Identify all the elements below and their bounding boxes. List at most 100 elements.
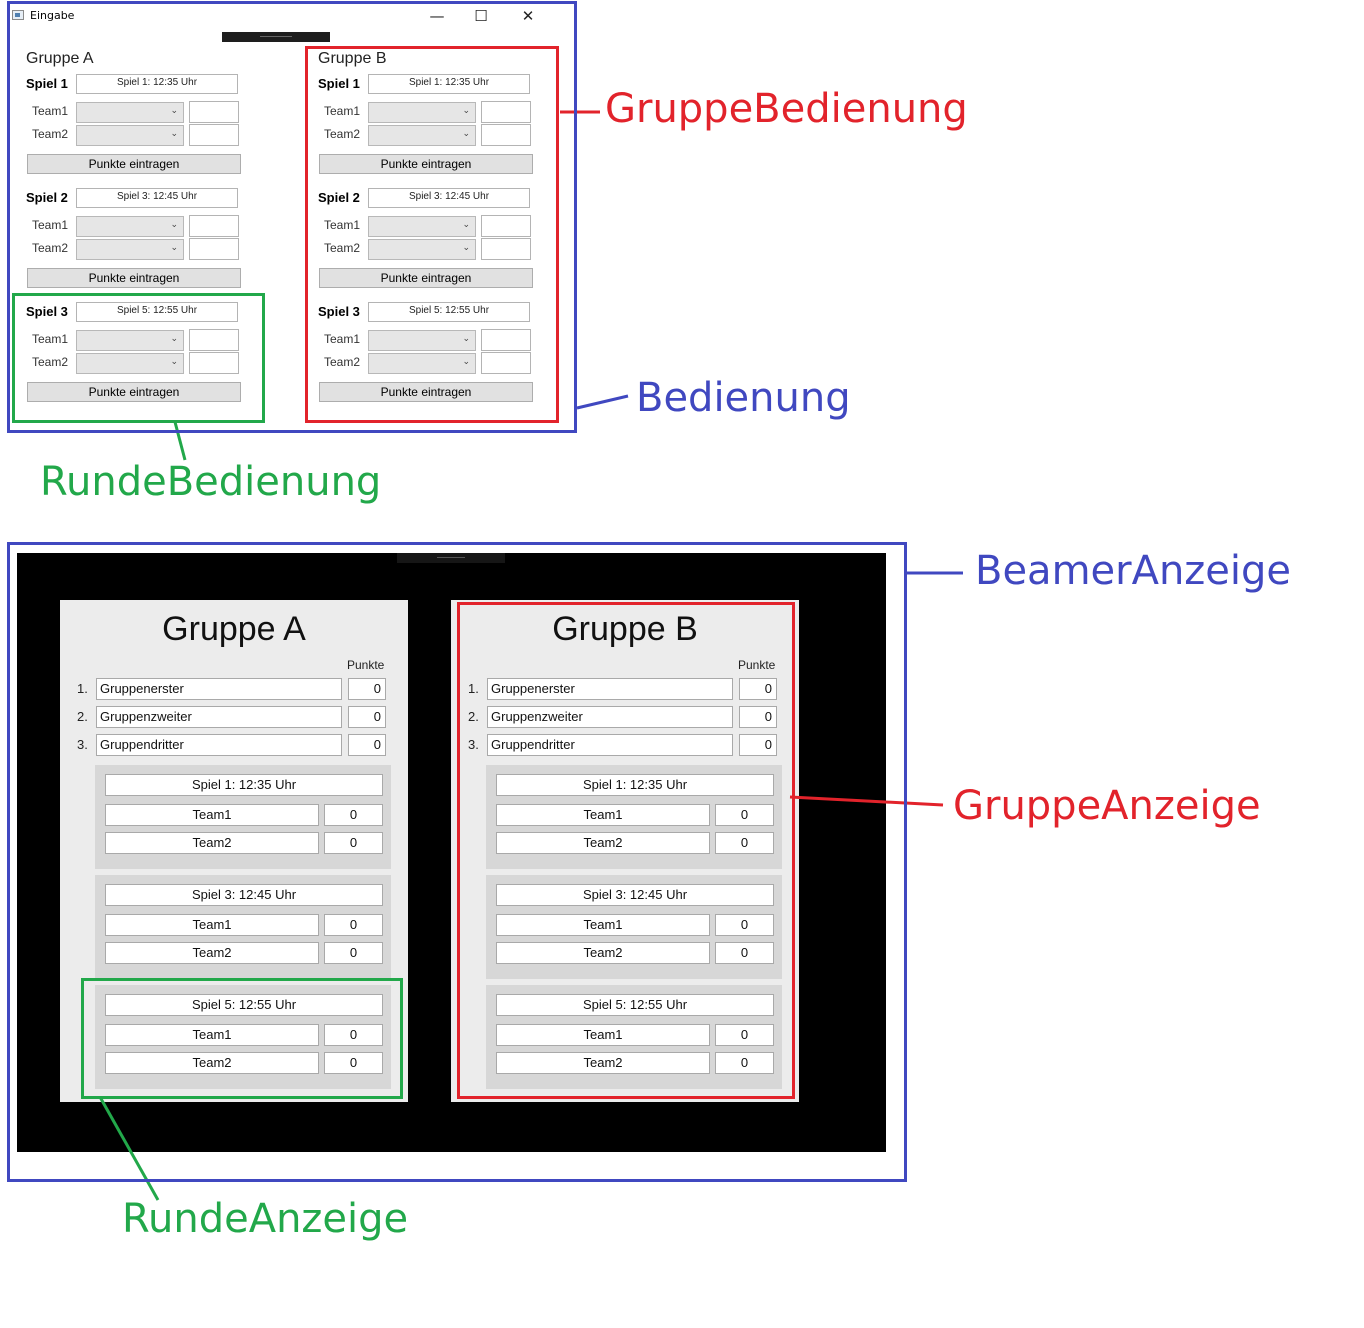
window-title: Eingabe xyxy=(30,9,75,22)
team1-score: 0 xyxy=(715,1024,774,1046)
standing-team-name: Gruppendritter xyxy=(96,734,342,756)
punkte-eintragen-button[interactable]: Punkte eintragen xyxy=(319,382,533,402)
match-time-field[interactable]: Spiel 1: 12:35 Uhr xyxy=(368,74,530,94)
punkte-eintragen-button[interactable]: Punkte eintragen xyxy=(27,382,241,402)
standing-team-name: Gruppenzweiter xyxy=(487,706,733,728)
team1-dropdown[interactable]: ⌄ xyxy=(76,330,184,351)
standing-points: 0 xyxy=(739,706,777,728)
match-time-field[interactable]: Spiel 3: 12:45 Uhr xyxy=(76,188,238,208)
team2-label: Team2 xyxy=(32,355,69,369)
match-label: Spiel 1 xyxy=(26,76,68,91)
team2-name: Team2 xyxy=(496,832,710,854)
standing-team-name: Gruppenzweiter xyxy=(96,706,342,728)
team2-score-input[interactable] xyxy=(481,352,531,374)
standing-team-name: Gruppenerster xyxy=(487,678,733,700)
close-button[interactable]: ✕ xyxy=(521,7,535,25)
app-icon xyxy=(12,10,24,20)
team1-score-input[interactable] xyxy=(189,329,239,351)
points-header: Punkte xyxy=(738,658,776,672)
points-header: Punkte xyxy=(347,658,385,672)
team2-label: Team2 xyxy=(32,241,69,255)
team1-dropdown[interactable]: ⌄ xyxy=(76,102,184,123)
match-time-field[interactable]: Spiel 3: 12:45 Uhr xyxy=(368,188,530,208)
bedienung-connector xyxy=(576,394,629,410)
team2-score-input[interactable] xyxy=(189,238,239,260)
match-time-field[interactable]: Spiel 1: 12:35 Uhr xyxy=(76,74,238,94)
team2-name: Team2 xyxy=(496,942,710,964)
runde-bedienung-connector xyxy=(173,421,187,461)
team1-label: Team1 xyxy=(324,218,361,232)
team2-dropdown[interactable]: ⌄ xyxy=(368,353,476,374)
team2-dropdown[interactable]: ⌄ xyxy=(76,239,184,260)
match-time: Spiel 3: 12:45 Uhr xyxy=(105,884,383,906)
team1-name: Team1 xyxy=(496,914,710,936)
drag-handle[interactable] xyxy=(222,32,330,42)
minimize-button[interactable]: — xyxy=(429,7,445,25)
punkte-eintragen-button[interactable]: Punkte eintragen xyxy=(319,154,533,174)
chevron-down-icon: ⌄ xyxy=(462,106,470,116)
team1-score-input[interactable] xyxy=(189,101,239,123)
team1-dropdown[interactable]: ⌄ xyxy=(368,330,476,351)
team2-label: Team2 xyxy=(324,127,361,141)
match-time: Spiel 5: 12:55 Uhr xyxy=(496,994,774,1016)
team2-score-input[interactable] xyxy=(189,124,239,146)
team2-name: Team2 xyxy=(496,1052,710,1074)
runde-anzeige-connector xyxy=(98,1096,160,1201)
chevron-down-icon: ⌄ xyxy=(170,220,178,230)
team2-score-input[interactable] xyxy=(189,352,239,374)
team2-dropdown[interactable]: ⌄ xyxy=(368,125,476,146)
match-time-field[interactable]: Spiel 5: 12:55 Uhr xyxy=(76,302,238,322)
punkte-eintragen-button[interactable]: Punkte eintragen xyxy=(27,268,241,288)
chevron-down-icon: ⌄ xyxy=(462,220,470,230)
team1-name: Team1 xyxy=(105,914,319,936)
team1-dropdown[interactable]: ⌄ xyxy=(368,102,476,123)
team2-name: Team2 xyxy=(105,832,319,854)
team1-score: 0 xyxy=(715,804,774,826)
beamer-drag-handle[interactable] xyxy=(397,553,505,563)
team2-score-input[interactable] xyxy=(481,238,531,260)
team2-score: 0 xyxy=(324,832,383,854)
team1-score: 0 xyxy=(324,804,383,826)
chevron-down-icon: ⌄ xyxy=(170,106,178,116)
chevron-down-icon: ⌄ xyxy=(170,357,178,367)
team1-dropdown[interactable]: ⌄ xyxy=(368,216,476,237)
maximize-button[interactable]: ☐ xyxy=(474,7,488,25)
team1-label: Team1 xyxy=(324,104,361,118)
punkte-eintragen-button[interactable]: Punkte eintragen xyxy=(319,268,533,288)
team2-dropdown[interactable]: ⌄ xyxy=(76,125,184,146)
standing-points: 0 xyxy=(739,734,777,756)
title-bar: Eingabe — ☐ ✕ xyxy=(10,2,574,30)
team1-score-input[interactable] xyxy=(481,329,531,351)
team2-score: 0 xyxy=(324,942,383,964)
team1-label: Team1 xyxy=(32,104,69,118)
team1-score-input[interactable] xyxy=(481,101,531,123)
runde-bedienung-label: RundeBedienung xyxy=(40,459,382,505)
team1-name: Team1 xyxy=(105,1024,319,1046)
team2-label: Team2 xyxy=(324,241,361,255)
team1-score-input[interactable] xyxy=(189,215,239,237)
rank-number: 2. xyxy=(77,709,88,724)
match-time-field[interactable]: Spiel 5: 12:55 Uhr xyxy=(368,302,530,322)
chevron-down-icon: ⌄ xyxy=(462,243,470,253)
team1-name: Team1 xyxy=(496,1024,710,1046)
team1-score-input[interactable] xyxy=(481,215,531,237)
match-label: Spiel 3 xyxy=(26,304,68,319)
team2-dropdown[interactable]: ⌄ xyxy=(368,239,476,260)
standing-points: 0 xyxy=(739,678,777,700)
team2-name: Team2 xyxy=(105,1052,319,1074)
gruppe-bedienung-label: GruppeBedienung xyxy=(605,86,968,132)
match-time: Spiel 5: 12:55 Uhr xyxy=(105,994,383,1016)
team2-score-input[interactable] xyxy=(481,124,531,146)
team1-dropdown[interactable]: ⌄ xyxy=(76,216,184,237)
team2-dropdown[interactable]: ⌄ xyxy=(76,353,184,374)
punkte-eintragen-button[interactable]: Punkte eintragen xyxy=(27,154,241,174)
